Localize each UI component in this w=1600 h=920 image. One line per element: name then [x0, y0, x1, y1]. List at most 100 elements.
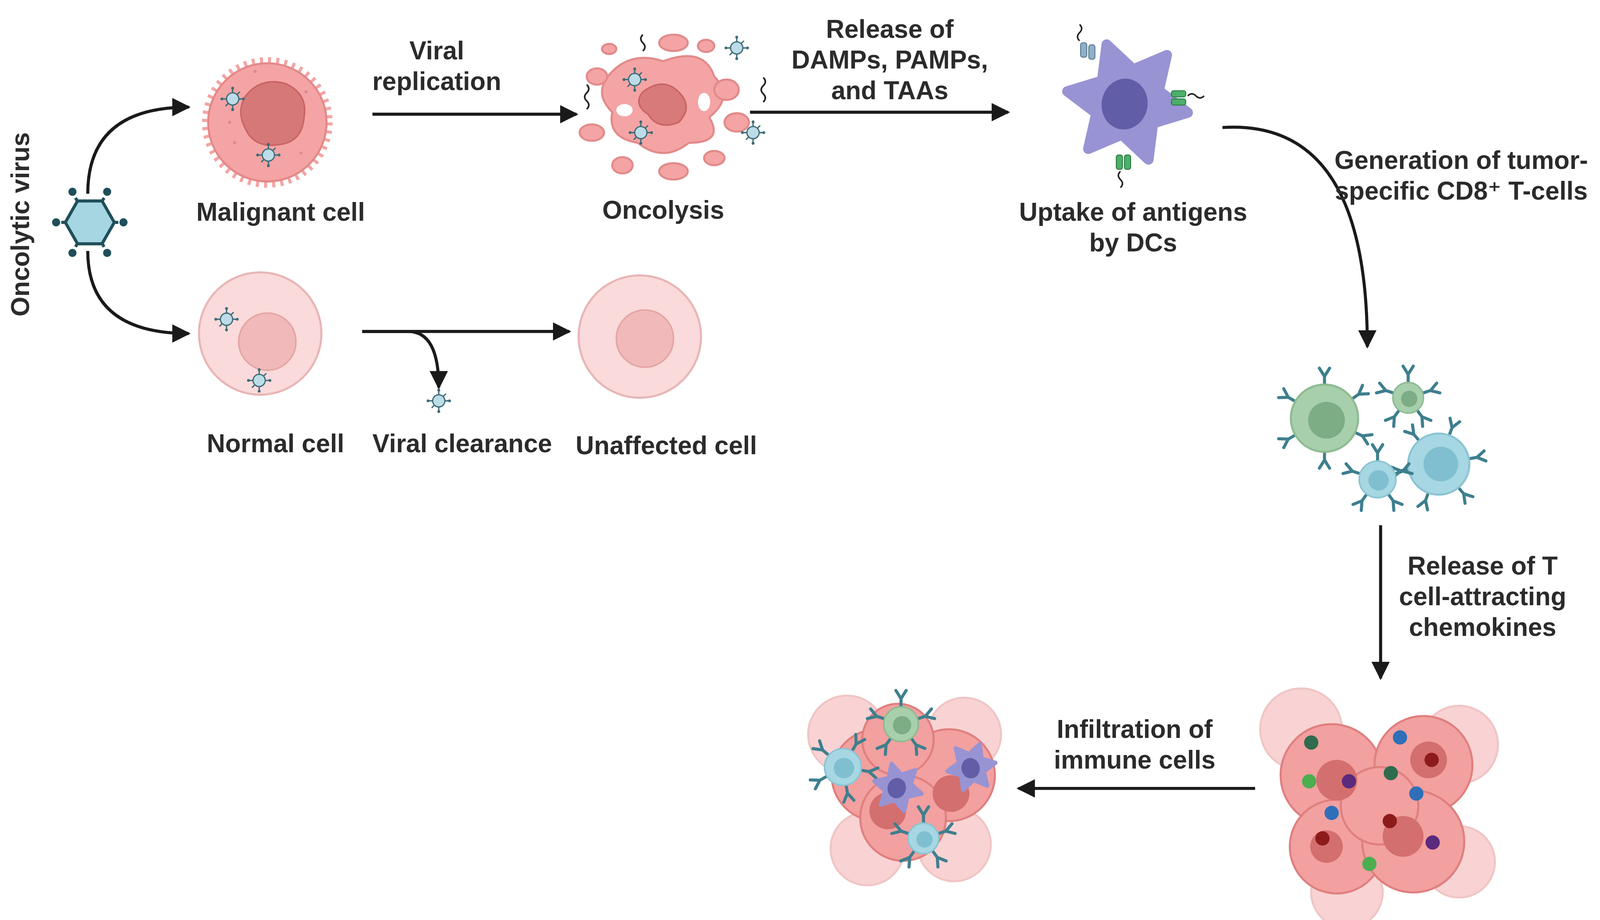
oncolysis-icon	[761, 77, 766, 102]
tumor-chemokine-icon	[1410, 741, 1448, 779]
malignant-cell-icon	[256, 143, 281, 168]
tumor-chemokine-icon	[1341, 774, 1357, 789]
t-cell-cluster	[1290, 384, 1359, 452]
tumor-chemokine-icon	[1310, 741, 1448, 863]
virus-icon	[68, 187, 77, 196]
node-label: Uptake of antigens by DCs	[1007, 196, 1259, 259]
normal-cell-icon	[198, 272, 322, 395]
t-cell-cluster	[1359, 460, 1397, 498]
node-label: Viral clearance	[364, 428, 561, 459]
infiltrated-tumor-icon	[896, 690, 907, 708]
dendritic-cell-icon	[1058, 39, 1198, 165]
normal-cell-icon	[238, 313, 296, 371]
flow-arrow	[372, 112, 577, 116]
flow-arrow	[87, 107, 189, 195]
tumor-chemokine-icon	[1315, 831, 1330, 846]
virus-icon	[103, 187, 112, 196]
oncolysis-icon	[622, 67, 648, 92]
oncolysis-icon	[741, 120, 766, 145]
step-label: Infiltration of immune cells	[1047, 713, 1222, 776]
tumor-chemokine-icon	[1280, 715, 1473, 894]
unaffected-cell-icon	[578, 275, 701, 398]
normal-cell-icon	[198, 272, 322, 395]
edge-label: Viral replication	[360, 35, 514, 97]
process-arrow	[1018, 127, 1381, 789]
oncolysis-icon	[714, 79, 739, 100]
unaffected-cell-icon	[578, 275, 701, 398]
t-cell-cluster	[1423, 446, 1459, 482]
node-label: Oncolysis	[576, 194, 750, 226]
dendritic-cell-icon	[1124, 154, 1131, 170]
dendritic-cell-icon	[1077, 24, 1082, 41]
tumor-chemokine-icon	[1424, 752, 1439, 767]
malignant-cell-icon	[220, 86, 245, 112]
virus-icon	[119, 218, 128, 227]
oncolysis-icon	[638, 84, 687, 126]
normal-cell-icon	[214, 307, 239, 332]
flow-arrow	[362, 331, 439, 388]
t-cell-cluster	[1401, 390, 1418, 407]
flow-arrow	[362, 329, 570, 334]
virus-node: Oncolytic virus	[61, 193, 119, 251]
infiltrated-tumor-icon	[943, 741, 1000, 793]
tumor-chemokine-icon	[1310, 830, 1344, 863]
infiltrated-tumor-icon	[918, 806, 929, 825]
virus-icon	[65, 200, 115, 244]
tumor-chemokine-icon	[1362, 856, 1377, 871]
infiltrated-tumor-icon	[907, 823, 939, 854]
t-cell-cluster	[1368, 470, 1389, 491]
virus-icon	[68, 249, 77, 257]
t-cell-cluster	[1319, 368, 1330, 386]
infiltrated-tumor-icon	[892, 715, 912, 735]
node-label: Unaffected cell	[569, 430, 764, 461]
tumor-chemokine-icon	[1425, 835, 1440, 850]
infiltrated-tumor-icon	[807, 695, 1001, 886]
edge-label: Release of DAMPs, PAMPs, and TAAs	[782, 13, 997, 106]
infiltrated-tumor-icon	[862, 703, 934, 775]
process-arrow	[1378, 525, 1383, 679]
malignant-cell-icon	[227, 120, 232, 124]
oncolysis-icon	[698, 39, 715, 53]
cell-node: Malignant cell	[188, 45, 373, 228]
malignant-cell-icon	[205, 60, 330, 185]
tumor-chemokine-icon	[1303, 735, 1319, 750]
dendritic-cell-icon	[1118, 171, 1123, 188]
infiltrated-tumor-icon	[824, 748, 861, 786]
oncolysis-icon	[724, 113, 749, 132]
tumor-chemokine-icon	[1383, 765, 1399, 781]
cell-node: Oncolysis	[576, 35, 750, 226]
virus-icon	[61, 198, 119, 248]
dendritic-cell-icon	[1058, 24, 1205, 188]
cleared-virus-icon	[426, 388, 451, 414]
unaffected-cell-icon	[616, 309, 674, 367]
t-cell-cluster	[1307, 401, 1345, 439]
oncolysis-icon	[579, 34, 750, 180]
tumor-chemokine-icon	[1382, 813, 1397, 829]
t-cell-cluster	[1407, 433, 1470, 495]
oncolysis-icon	[640, 34, 645, 51]
malignant-cell-icon	[207, 63, 327, 182]
tumor-chemokine-icon	[1392, 730, 1408, 745]
oncolysis-icon	[703, 150, 725, 166]
cleared-virus-icon	[426, 388, 451, 414]
t-cell-cluster	[1372, 444, 1383, 463]
oncolysis-icon	[579, 124, 604, 141]
infiltrated-tumor-icon	[807, 690, 1001, 886]
tumor-chemokine-icon	[1409, 786, 1424, 801]
oncolysis-icon	[659, 163, 689, 180]
virus-icon	[52, 187, 128, 257]
tumor-chemokine-icon	[1260, 688, 1499, 920]
dendritic-cell-icon	[1171, 90, 1186, 97]
node-label: Malignant cell	[188, 196, 373, 228]
t-cell-cluster	[1403, 366, 1414, 384]
oncolysis-icon	[628, 120, 653, 145]
cell-node: Uptake of antigens by DCs	[1007, 30, 1259, 259]
node-label: Normal cell	[188, 428, 363, 459]
infiltrated-tumor-icon	[833, 757, 855, 779]
oncolysis-icon	[586, 68, 608, 85]
malignant-cell-icon	[253, 69, 257, 73]
dendritic-cell-icon	[1171, 98, 1186, 105]
oncolysis-icon	[584, 84, 589, 109]
